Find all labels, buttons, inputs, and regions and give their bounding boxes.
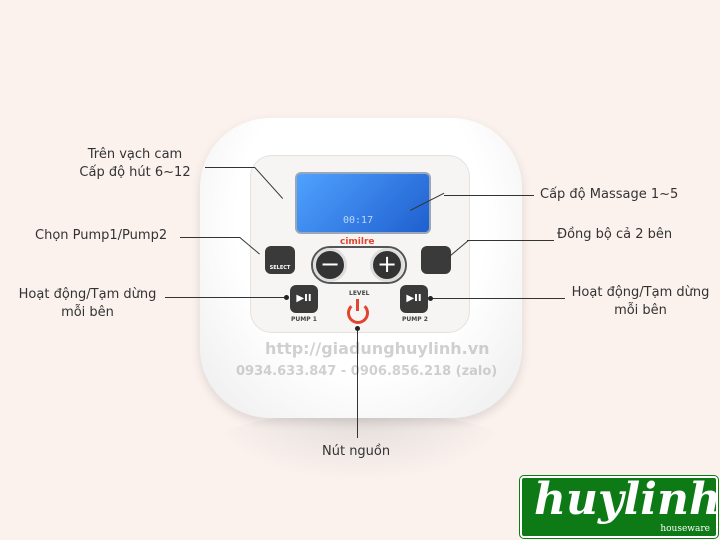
pump2-label: PUMP 2 (402, 316, 428, 323)
watermark-phone: 0934.633.847 - 0906.856.218 (zalo) (236, 364, 498, 379)
leader-line (180, 237, 240, 239)
level-control (311, 246, 407, 284)
pump2-play-pause-button[interactable]: ▶II (400, 285, 428, 313)
select-label: SELECT (269, 265, 291, 271)
sync-button[interactable] (421, 246, 451, 274)
leader-line (205, 167, 255, 169)
leader-line (356, 328, 358, 438)
brand-label: cimilre (340, 237, 375, 247)
watermark-url: http://giadunghuylinh.vn (265, 339, 490, 358)
leader-dot (284, 295, 289, 300)
right-play-label-line2: mỗi bên (614, 303, 667, 318)
lcd-screen: 00:17 (295, 172, 431, 234)
leader-line (467, 240, 554, 242)
select-button[interactable]: SELECT (265, 246, 295, 274)
pump1-label: PUMP 1 (291, 316, 317, 323)
power-button-icon[interactable] (347, 302, 369, 324)
power-label: Nút nguồn (322, 444, 391, 459)
logo-name: huylinh (534, 474, 720, 525)
left-play-label-line2: mỗi bên (61, 305, 114, 320)
level-minus-button[interactable]: − (313, 248, 347, 282)
logo-tagline: houseware (660, 524, 710, 534)
left-play-label: Hoạt động/Tạm dừng mỗi bên (10, 286, 165, 322)
leader-line (444, 195, 534, 197)
level-label: LEVEL (349, 290, 370, 297)
leader-line (430, 298, 565, 300)
device-reflection (210, 412, 510, 482)
massage-label: Cấp độ Massage 1~5 (540, 187, 679, 202)
select-pump-label: Chọn Pump1/Pump2 (35, 228, 168, 243)
level-plus-button[interactable]: + (370, 248, 404, 282)
suction-label-line2: Cấp độ hút 6~12 (79, 165, 191, 180)
leader-line (165, 297, 287, 299)
screen-time: 00:17 (343, 215, 374, 226)
power-icon-stem (356, 299, 359, 311)
right-play-label-line1: Hoạt động/Tạm dừng (571, 285, 710, 300)
leader-dot (428, 296, 433, 301)
huylinh-logo: huylinh houseware (519, 474, 720, 539)
sync-label: Đồng bộ cả 2 bên (557, 227, 673, 242)
left-play-label-line1: Hoạt động/Tạm dừng (18, 287, 157, 302)
pump1-play-pause-button[interactable]: ▶II (290, 285, 318, 313)
leader-dot (355, 326, 360, 331)
suction-label-line1: Trên vạch cam (87, 147, 183, 162)
right-play-label: Hoạt động/Tạm dừng mỗi bên (563, 284, 718, 320)
